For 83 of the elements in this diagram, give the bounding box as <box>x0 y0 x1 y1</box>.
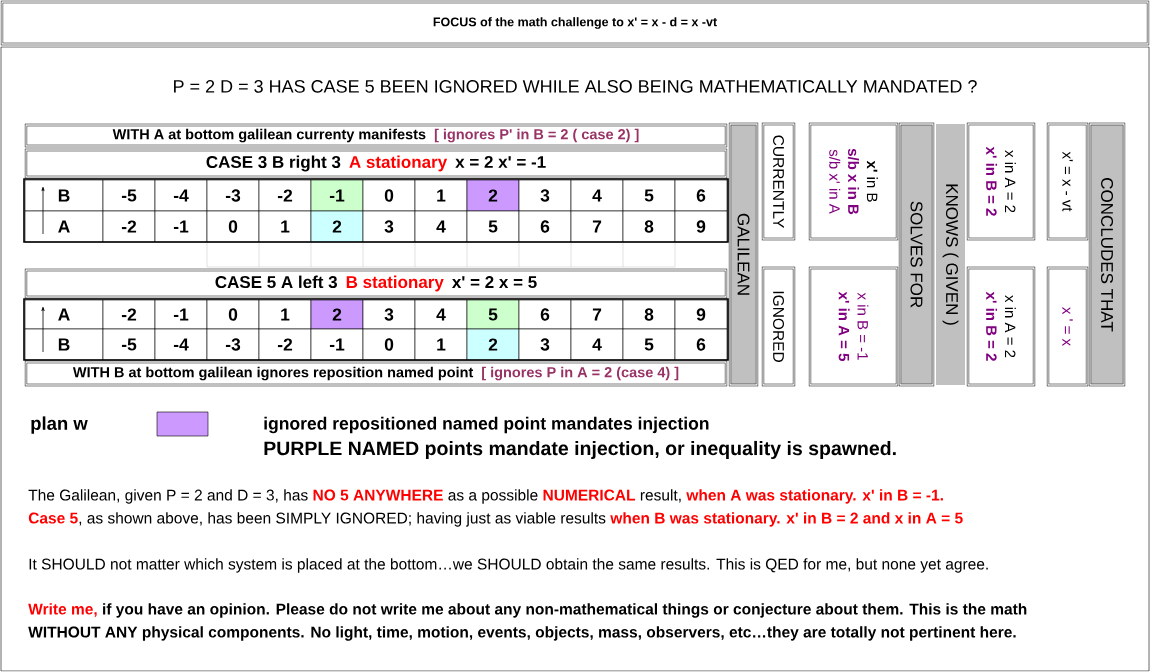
table-cell: -3 <box>206 179 260 212</box>
table-cell: B <box>24 328 104 361</box>
table-cell: 4 <box>570 328 624 361</box>
label: The Galilean, given P = 2 and D = 3, has <box>28 489 308 504</box>
label-box: x ' = x <box>1046 266 1089 387</box>
table-cell: 2 <box>466 328 520 361</box>
table-cell: 0 <box>362 328 416 361</box>
case-heading-box: CASE 5 A left 3 B stationary x' = 2 x = 5 <box>24 268 728 299</box>
side-bar: SOLVES FOR <box>898 122 935 387</box>
table-cell: 8 <box>622 299 676 330</box>
table-cell: -5 <box>102 179 156 212</box>
table-cell: -1 <box>310 179 364 212</box>
label: , as shown above, has been SIMPLY IGNORED; having just as viable results <box>79 512 606 527</box>
table-cell: 3 <box>362 210 416 243</box>
label-box: IGNORED <box>761 266 796 387</box>
table-cell: -1 <box>154 210 208 243</box>
table-cell: -3 <box>206 328 260 361</box>
table-cell: B <box>24 179 104 212</box>
label-box: CURRENTLY <box>761 122 796 241</box>
note-text: Write me, if you have an opinion. Please do not write me about any non-mathematical things or conjecture about them. This is the math WITHOUT ANY physical components. No light, time, motion, events, objects, mass, observers, etc…they are totally not pertinent here. <box>28 603 1027 641</box>
table-cell: -1 <box>154 299 208 330</box>
table-cell: -4 <box>154 328 208 361</box>
table-cell: 4 <box>414 299 468 330</box>
table-cell: 5 <box>622 179 676 212</box>
label: when A was stationary. x' in B = -1. <box>686 489 943 504</box>
label-text: plan w <box>31 416 88 434</box>
table-cell: 3 <box>518 328 572 361</box>
note-bar: WITH A at bottom galilean currenty manifests [ ignores P' in B = 2 ( case 2) ] <box>24 123 728 148</box>
case-heading-box: CASE 3 B right 3 A stationary x = 2 x' = -1 <box>24 148 728 179</box>
table-cell: 1 <box>414 179 468 212</box>
table-cell: -2 <box>258 179 312 212</box>
table-cell: 6 <box>674 328 728 361</box>
table-cell: 4 <box>414 210 468 243</box>
table-cell: -4 <box>154 179 208 212</box>
table-cell: 9 <box>674 210 728 243</box>
table-cell: 0 <box>362 179 416 212</box>
side-bar: CONCLUDES THAT <box>1088 122 1126 387</box>
label: as a possible <box>448 489 538 504</box>
label-box: x in A = 2 x' in B = 2 <box>966 266 1036 387</box>
table-cell: 1 <box>258 299 312 330</box>
legend-text: ignored repositioned named point mandates injection <box>264 416 709 434</box>
label-box: x in B = -1 x' in A = 5 <box>808 266 899 387</box>
table-cell: -2 <box>102 299 156 330</box>
table-cell: 8 <box>622 210 676 243</box>
label-box: x' = x - vt <box>1046 122 1089 241</box>
label: NUMERICAL <box>543 489 636 501</box>
table-cell: 5 <box>466 210 520 243</box>
table-cell: 6 <box>518 299 572 330</box>
table-cell: 2 <box>466 179 520 212</box>
table-cell: -5 <box>102 328 156 361</box>
label: when B was stationary. x' in B = 2 and x in A = 5 <box>610 512 963 527</box>
table-cell: 7 <box>570 299 624 330</box>
table-cell: A <box>24 210 104 243</box>
label: result, <box>640 489 681 503</box>
table-cell: 5 <box>622 328 676 361</box>
table-cell: A <box>24 299 104 330</box>
side-bar: KNOWS ( GIVEN ) <box>936 124 965 385</box>
statement-text: PURPLE NAMED points mandate injection, or inequality is spawned. <box>264 440 896 460</box>
table-cell: 6 <box>518 210 572 243</box>
label-box: x in A = 2 x' in B = 2 <box>966 122 1036 241</box>
table-cell: 4 <box>570 179 624 212</box>
side-bar: GALILEAN <box>728 122 759 387</box>
label: NO 5 ANYWHERE <box>313 489 443 501</box>
note-bar: WITH B at bottom galilean ignores reposition named point [ ignores P in A = 2 (case 4) ] <box>24 360 728 387</box>
header-box: FOCUS of the math challenge to x' = x - d = x -vt <box>0 0 1150 46</box>
table-cell: 5 <box>466 299 520 330</box>
table-cell: 3 <box>518 179 572 212</box>
table-cell: 6 <box>674 179 728 212</box>
table-cell: 0 <box>206 299 260 330</box>
note-text: The Galilean, given P = 2 and D = 3, has NO 5 ANYWHERE as a possible NUMERICAL result, when A was stationary. x' in B = -1. Case 5, as shown above, has been SIMPLY IGNORED; having just as viable results when B was stationary. x' in B = 2 and x in A = 5 <box>28 489 963 527</box>
table-cell: 0 <box>206 210 260 243</box>
label: Case 5 <box>28 512 78 524</box>
table-cell: 9 <box>674 299 728 330</box>
table-cell: 3 <box>362 299 416 330</box>
table-cell: 2 <box>310 210 364 243</box>
table-cell: 7 <box>570 210 624 243</box>
table-cell: 1 <box>414 328 468 361</box>
table-cell: 1 <box>258 210 312 243</box>
table-cell: 2 <box>310 299 364 330</box>
table-cell: -1 <box>310 328 364 361</box>
note-text: It SHOULD not matter which system is placed at the bottom…we SHOULD obtain the same results. This is QED for me, but none yet agree. <box>29 558 988 573</box>
table-cell: -2 <box>102 210 156 243</box>
table-cell: -2 <box>258 328 312 361</box>
